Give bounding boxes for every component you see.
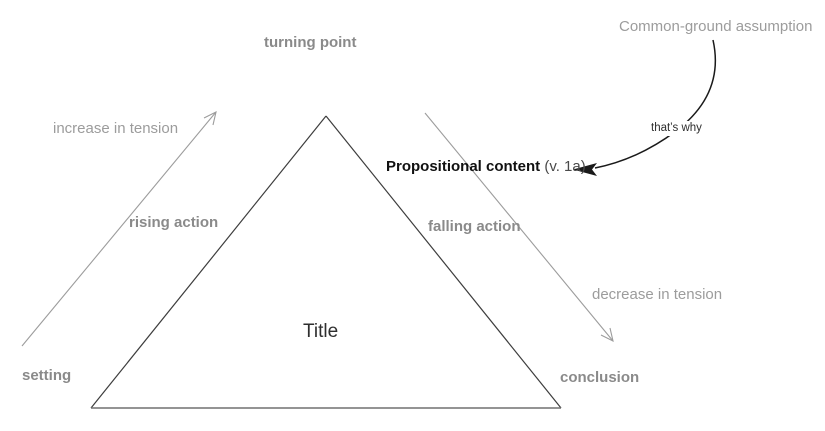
- triangle-left-edge: [90, 115, 327, 409]
- decrease-tension-arrow: [424, 112, 614, 343]
- rising-action-label: rising action: [129, 214, 219, 231]
- conclusion-label: conclusion: [560, 369, 640, 386]
- decrease-arrowhead-icon: [600, 327, 614, 343]
- common-ground-causal-arrow: [573, 39, 717, 176]
- curve-arrowhead-icon: [573, 163, 597, 176]
- setting-label: setting: [22, 367, 72, 384]
- common-ground-assumption-label: Common-ground assumption: [619, 18, 813, 35]
- thats-why-label: that’s why: [648, 121, 705, 137]
- pyramid-triangle: [90, 115, 562, 409]
- increase-tension-arrow: [21, 110, 217, 347]
- title-label: Title: [303, 321, 339, 342]
- increase-in-tension-label: increase in tension: [53, 120, 179, 137]
- propositional-content-bold-text: Propositional content: [386, 158, 541, 175]
- turning-point-label: turning point: [264, 34, 357, 51]
- increase-arrowhead-icon: [203, 110, 217, 126]
- falling-action-label: falling action: [428, 218, 521, 235]
- propositional-content-version-text: (v. 1a): [540, 158, 586, 175]
- triangle-right-edge: [325, 115, 562, 409]
- propositional-content-label: Propositional content (v. 1a): [386, 158, 586, 175]
- decrease-in-tension-label: decrease in tension: [592, 286, 723, 303]
